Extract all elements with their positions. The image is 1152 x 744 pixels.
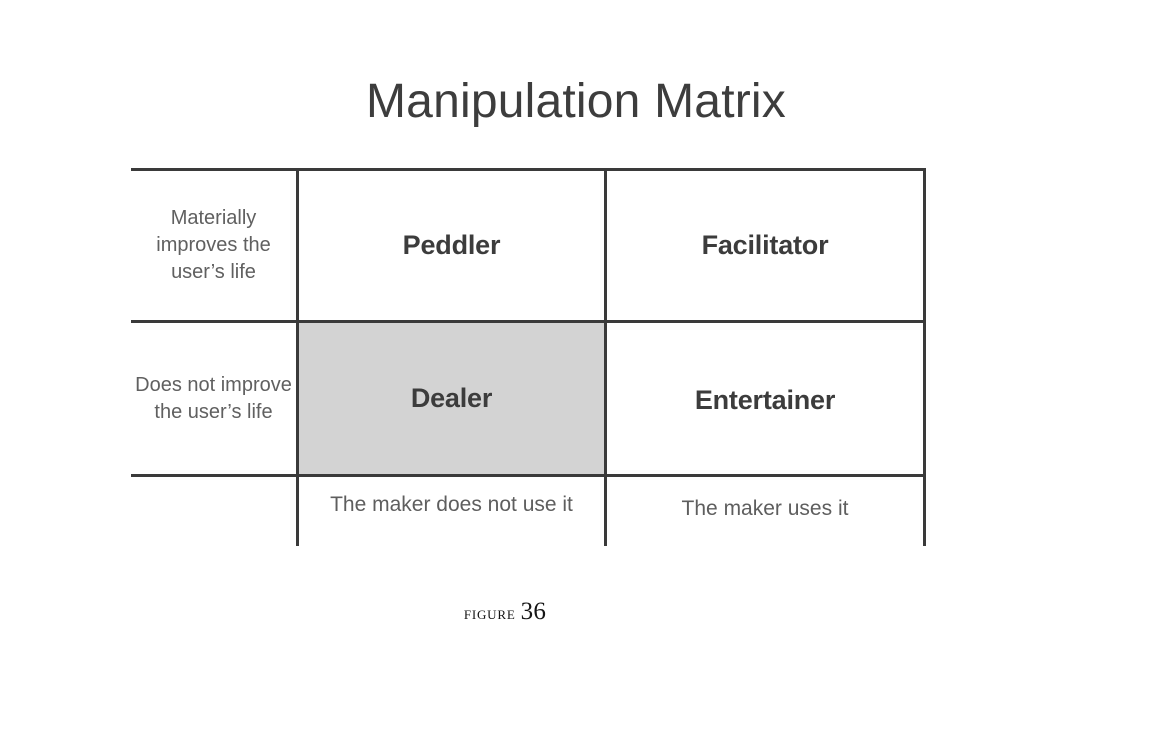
- matrix-column-divider-1: [296, 168, 299, 546]
- cell-highlight-dealer: [297, 323, 604, 474]
- row-label-does-not-improve-life: Does not improve the user’s life: [135, 373, 292, 423]
- matrix-bottom-border: [131, 474, 926, 477]
- cell-entertainer[interactable]: Entertainer: [694, 385, 836, 415]
- matrix-row-divider: [131, 320, 926, 323]
- column-label-maker-uses: The maker uses it: [681, 497, 849, 520]
- matrix-column-divider-2: [604, 168, 607, 546]
- figure-caption-word: Figure: [463, 603, 516, 623]
- cell-peddler[interactable]: Peddler: [402, 230, 501, 260]
- figure-caption-number: 36: [520, 598, 547, 625]
- figure-caption: Figure36: [0, 598, 1010, 626]
- column-label-maker-does-not-use: The maker does not use it: [330, 493, 573, 516]
- matrix-top-border: [131, 168, 926, 171]
- row-label-improves-life: Materially improves the user’s life: [156, 207, 271, 283]
- matrix-right-border: [923, 168, 926, 546]
- cell-facilitator[interactable]: Facilitator: [701, 230, 829, 260]
- manipulation-matrix: Materially improves the user’s life Does…: [131, 168, 926, 546]
- cell-dealer[interactable]: Dealer: [410, 383, 493, 413]
- page-title: Manipulation Matrix: [366, 75, 786, 128]
